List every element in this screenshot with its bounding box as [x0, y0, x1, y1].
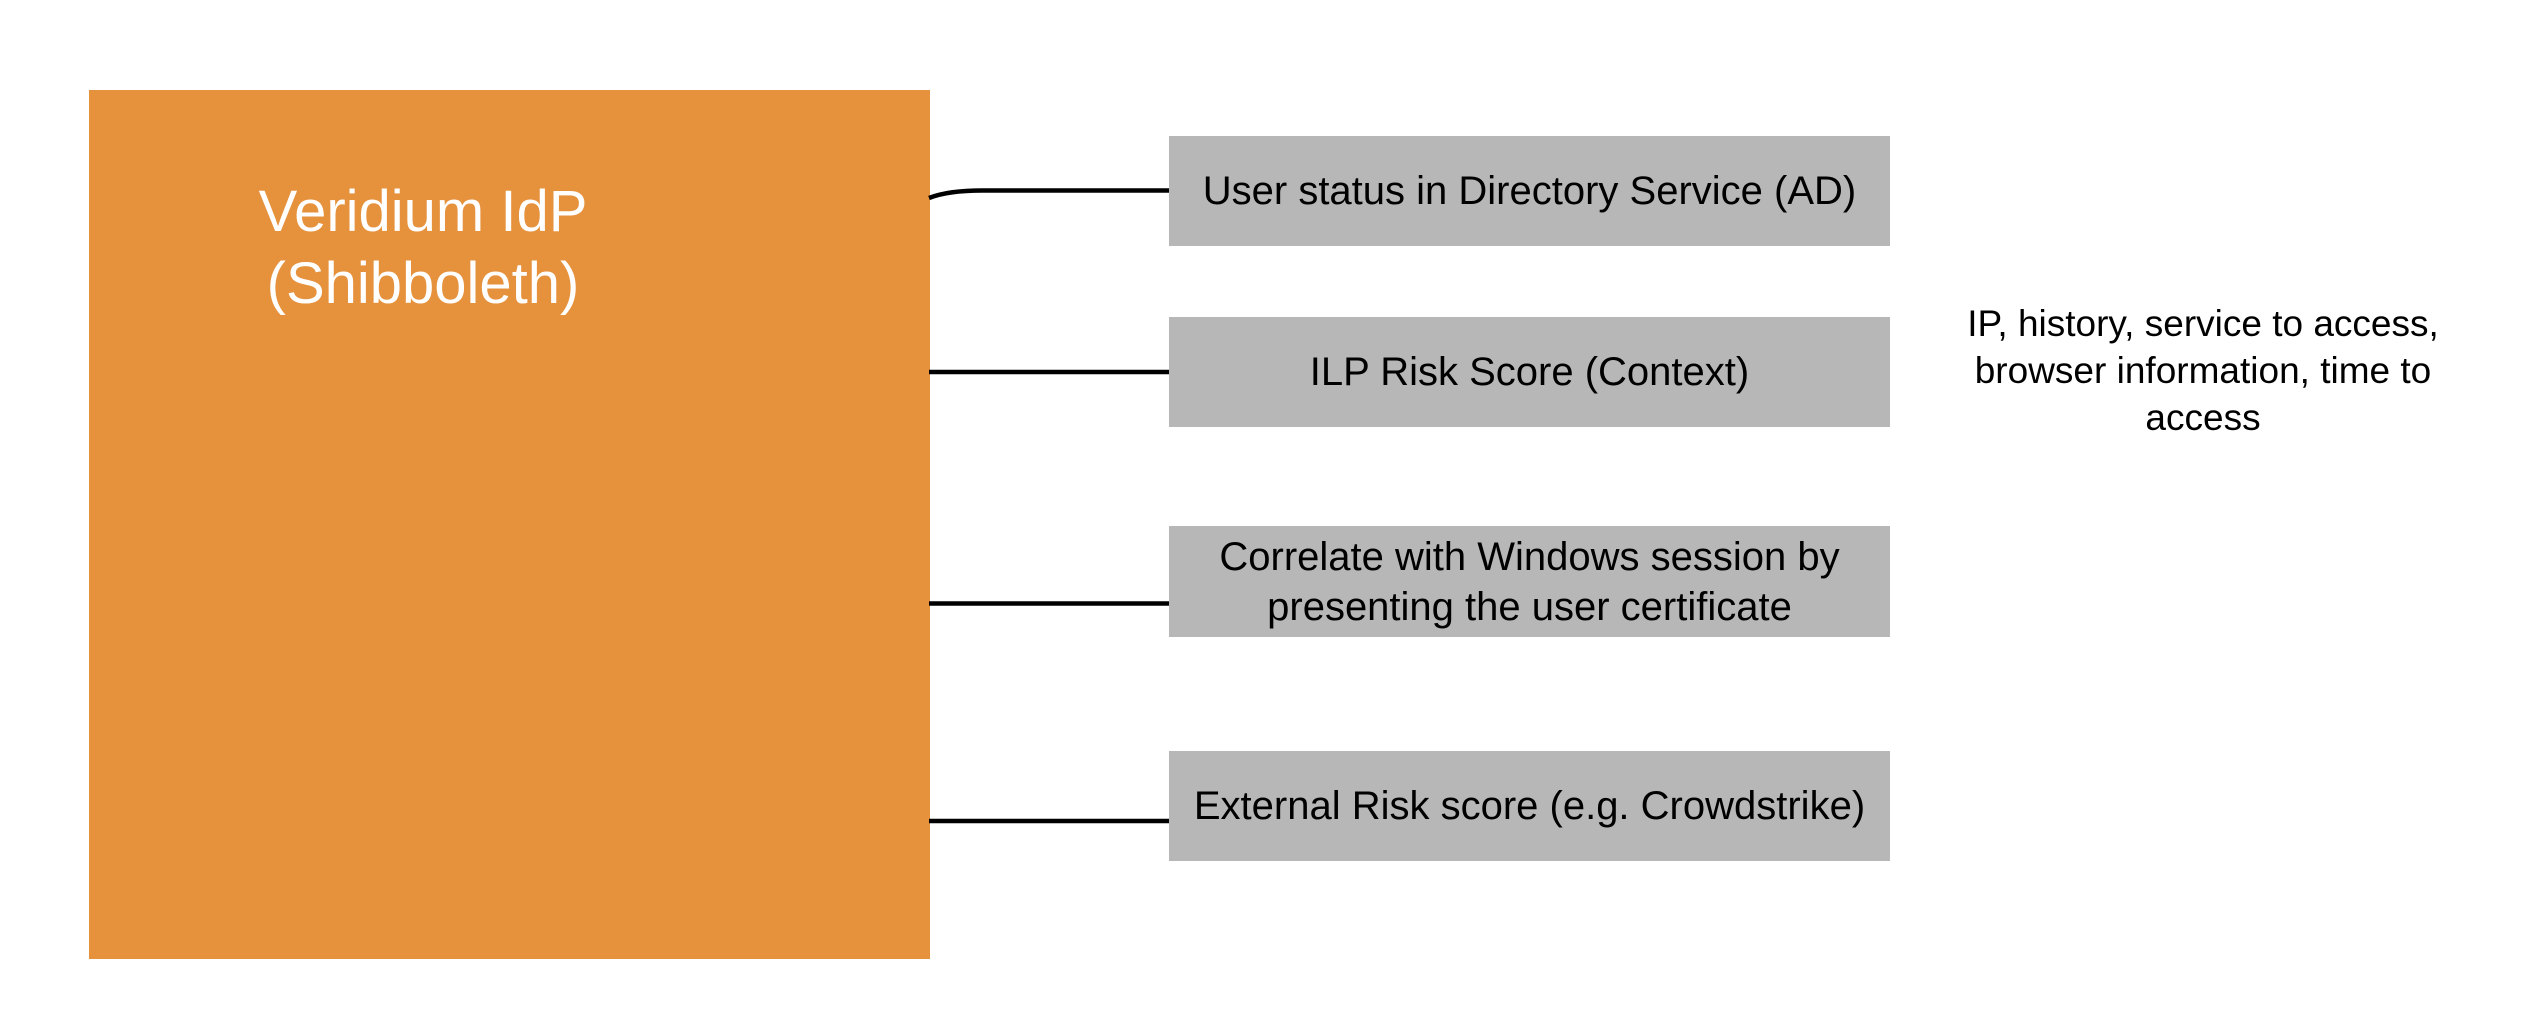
connector-line-user-status	[928, 188, 1169, 201]
veridium-idp-label: Veridium IdP (Shibboleth)	[258, 179, 588, 316]
factor-box-external-risk-score: External Risk score (e.g. Crowdstrike)	[1169, 751, 1890, 861]
factor-box-windows-session-label: Correlate with Windows session by presen…	[1219, 534, 1840, 629]
factor-box-user-status-label: User status in Directory Service (AD)	[1202, 169, 1857, 213]
context-annotation: IP, history, service to access, browser …	[1967, 303, 2439, 438]
factor-box-windows-session: Correlate with Windows session by presen…	[1169, 526, 1890, 637]
factor-box-user-status: User status in Directory Service (AD)	[1169, 136, 1890, 246]
veridium-idp-box: Veridium IdP (Shibboleth)	[89, 90, 930, 959]
factor-box-external-risk-score-label: External Risk score (e.g. Crowdstrike)	[1193, 784, 1866, 828]
factor-box-ilp-risk-score: ILP Risk Score (Context)	[1169, 317, 1890, 427]
factor-box-ilp-risk-score-label: ILP Risk Score (Context)	[1309, 350, 1750, 394]
